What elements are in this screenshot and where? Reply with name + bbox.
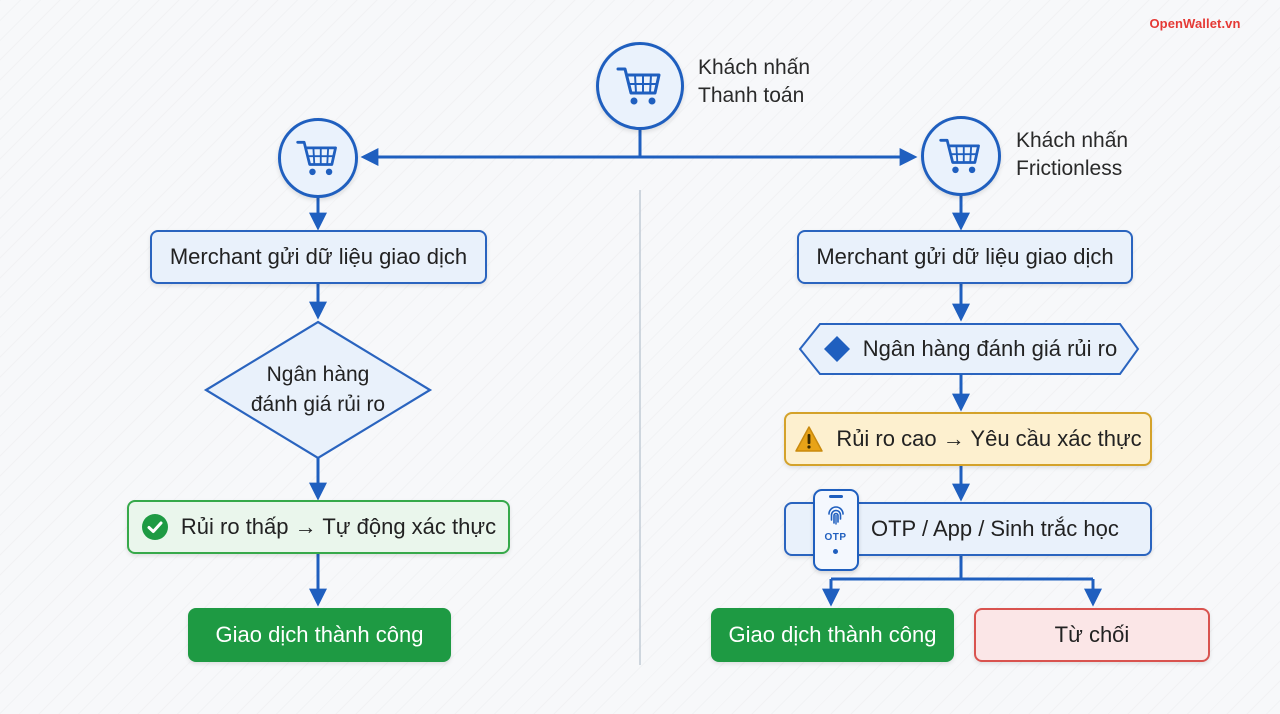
- phone-home-dot: [833, 549, 838, 554]
- right-merchant-step: Merchant gửi dữ liệu giao dịch: [797, 230, 1133, 284]
- right-decision-hexagon: [798, 323, 1140, 375]
- right-caption-line1: Khách nhấn: [1016, 129, 1129, 152]
- left-cart-node: [278, 118, 358, 198]
- top-cart-node: [596, 42, 684, 130]
- warning-icon: [794, 425, 824, 453]
- phone-otp-icon: OTP: [813, 489, 859, 571]
- top-caption-line2: Thanh toán: [698, 84, 805, 107]
- fingerprint-icon: [828, 506, 844, 525]
- left-decision-label: Ngân hàng đánh giá rủi ro: [218, 360, 418, 420]
- left-merchant-step: Merchant gửi dữ liệu giao dịch: [150, 230, 487, 284]
- right-decision-label: Ngân hàng đánh giá rủi ro: [862, 336, 1118, 361]
- shopping-cart-icon: [939, 138, 980, 174]
- check-circle-icon: [141, 513, 169, 541]
- shopping-cart-icon: [296, 140, 337, 176]
- right-high-risk-label: Rủi ro cao → Yêu cầu xác thực: [836, 426, 1142, 451]
- left-merchant-step-label: Merchant gửi dữ liệu giao dịch: [169, 244, 468, 269]
- top-caption-line1: Khách nhấn: [698, 56, 811, 79]
- phone-notch: [829, 495, 843, 498]
- right-decision-content: Ngân hàng đánh giá rủi ro: [812, 324, 1128, 374]
- right-auth-label: OTP / App / Sinh trắc học: [871, 516, 1119, 541]
- right-high-risk-step: Rủi ro cao → Yêu cầu xác thực: [784, 412, 1152, 466]
- shopping-cart-icon: [616, 67, 661, 105]
- left-low-risk-step: Rủi ro thấp → Tự động xác thực: [127, 500, 510, 554]
- right-success-result: Giao dịch thành công: [711, 608, 954, 662]
- left-low-risk-label: Rủi ro thấp → Tự động xác thực: [180, 514, 497, 539]
- right-reject-label: Từ chối: [1054, 622, 1130, 647]
- right-caption-line2: Frictionless: [1016, 157, 1123, 180]
- left-decision-line1: Ngân hàng: [266, 363, 370, 386]
- phone-otp-label: OTP: [824, 532, 847, 543]
- right-merchant-step-label: Merchant gửi dữ liệu giao dịch: [816, 244, 1114, 269]
- right-reject-result: Từ chối: [974, 608, 1210, 662]
- top-caption: Khách nhấn Thanh toán: [698, 54, 810, 110]
- right-success-label: Giao dịch thành công: [728, 622, 937, 647]
- brand-logo: OpenWallet.vn: [1149, 16, 1241, 31]
- left-success-result: Giao dịch thành công: [188, 608, 451, 662]
- left-decision-line2: đánh giá rủi ro: [250, 393, 386, 416]
- right-cart-node: [921, 116, 1001, 196]
- right-caption: Khách nhấn Frictionless: [1016, 127, 1128, 183]
- left-success-label: Giao dịch thành công: [215, 622, 424, 647]
- diamond-icon: [823, 335, 851, 363]
